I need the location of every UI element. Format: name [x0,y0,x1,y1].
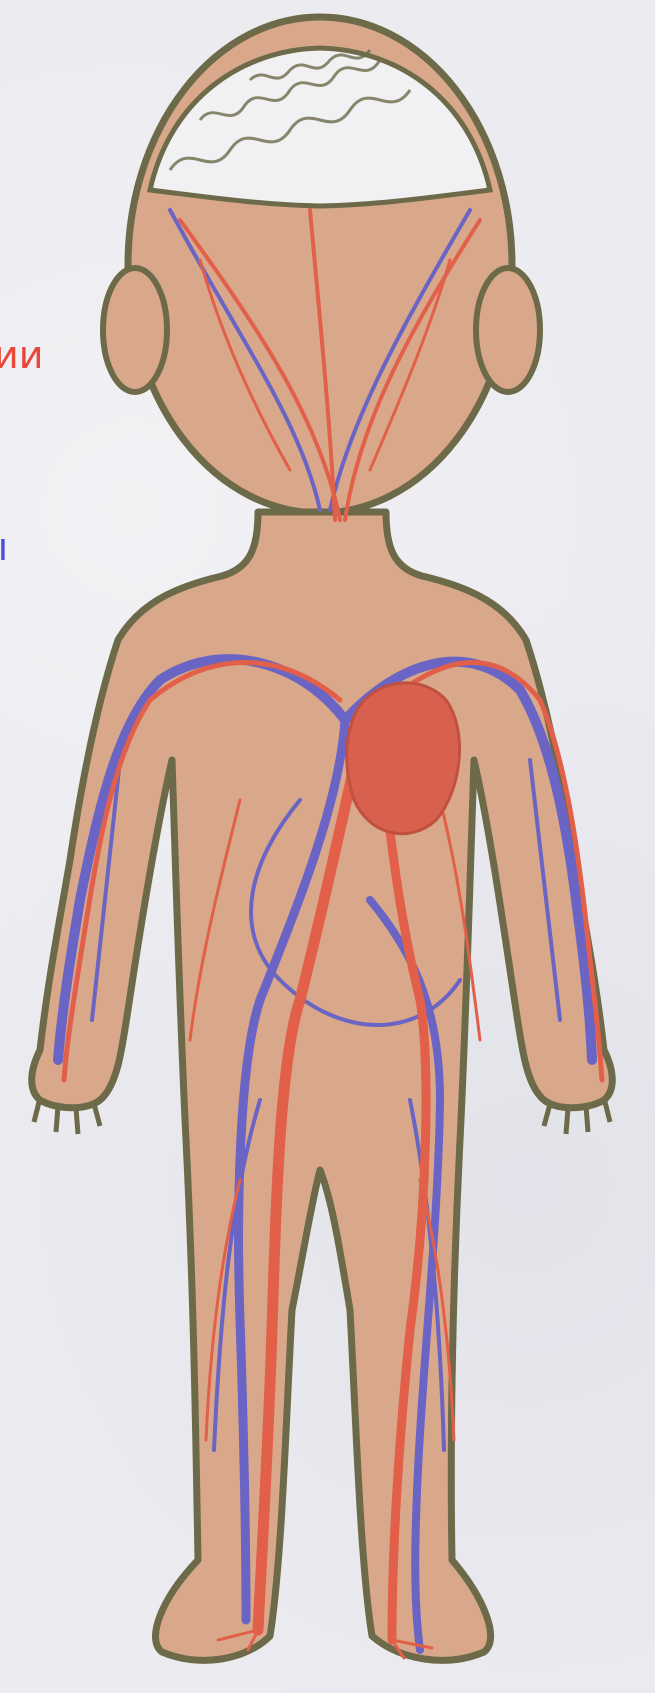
left-ear [103,268,167,392]
right-ear [476,268,540,392]
heart [347,683,460,834]
